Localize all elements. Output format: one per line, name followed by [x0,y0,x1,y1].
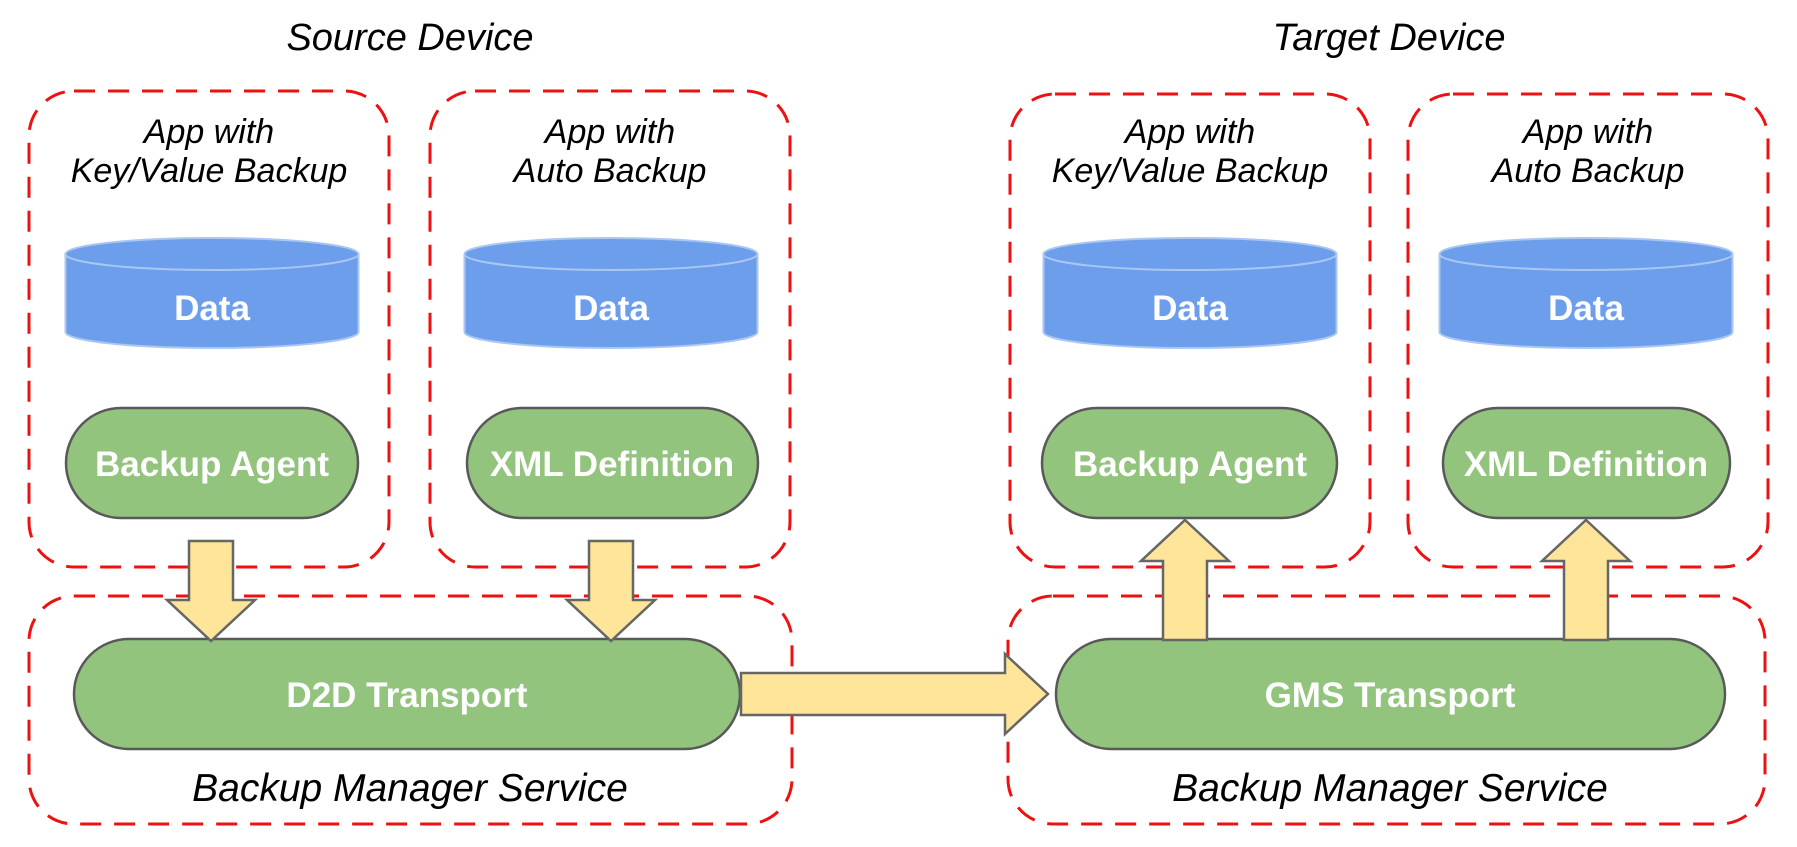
pill-shape [465,406,760,520]
down-arrow-icon [163,539,259,643]
pill-shape [1054,637,1727,751]
cylinder-body [64,254,360,349]
cylinder-body [1042,254,1338,349]
down-arrow-icon [563,539,659,643]
pill-label: D2D Transport [286,676,527,715]
target-app-kv-label-line2: Key/Value Backup [1052,152,1329,190]
pill-label: XML Definition [1464,445,1708,484]
data-label: Data [1548,289,1624,328]
target-app-auto-label-line1: App with [1521,113,1653,151]
pill-label: Backup Agent [95,445,329,484]
source-app-auto-label-line1: App with [543,113,675,151]
target-xml-definition-pill: XML Definition [1441,406,1732,520]
source-backup-agent-pill: Backup Agent [64,406,360,520]
data-label: Data [573,289,649,328]
up-arrow-icon [1137,518,1233,642]
data-label: Data [174,289,250,328]
source-app-auto-label-line2: Auto Backup [512,152,707,190]
target-app-kv-label-line1: App with [1123,113,1255,151]
gms-transport-pill: GMS Transport [1054,637,1727,751]
pill-label: GMS Transport [1265,676,1516,715]
up-arrow-icon [1538,518,1634,642]
source-app-kv-label-line2: Key/Value Backup [71,152,348,190]
pill-shape [1040,406,1339,520]
target-kv-data-cylinder: Data [1042,237,1338,349]
target-auto-data-cylinder: Data [1438,237,1734,349]
target-backup-agent-pill: Backup Agent [1040,406,1339,520]
source-app-kv-label-line1: App with [142,113,274,151]
target-device-title: Target Device [1272,17,1505,59]
source-backup-manager-label: Backup Manager Service [192,767,628,810]
pill-label: Backup Agent [1073,445,1307,484]
transfer-arrow-icon [739,651,1050,737]
data-label: Data [1152,289,1228,328]
target-app-auto-label-line2: Auto Backup [1490,152,1685,190]
source-auto-data-cylinder: Data [463,237,759,349]
cylinder-top [1438,237,1734,271]
pill-shape [64,406,360,520]
source-kv-data-cylinder: Data [64,237,360,349]
d2d-transport-pill: D2D Transport [72,637,742,751]
cylinder-body [1438,254,1734,349]
cylinder-top [1042,237,1338,271]
source-device-title: Source Device [286,17,533,59]
cylinder-top [463,237,759,271]
cylinder-top [64,237,360,271]
source-xml-definition-pill: XML Definition [465,406,760,520]
pill-label: XML Definition [490,445,734,484]
pill-shape [1441,406,1732,520]
cylinder-body [463,254,759,349]
target-backup-manager-label: Backup Manager Service [1172,767,1608,810]
